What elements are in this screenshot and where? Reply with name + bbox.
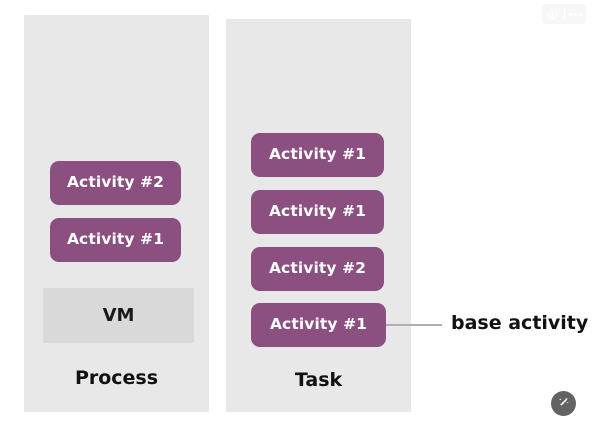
base-activity-annotation-label: base activity — [451, 312, 589, 334]
more-options-button[interactable] — [565, 4, 587, 24]
toolbar-divider — [563, 7, 565, 21]
activity-pill[interactable]: Activity #2 — [251, 247, 384, 291]
vm-block[interactable]: VM — [43, 288, 194, 343]
magic-wand-fab-button[interactable] — [551, 391, 576, 416]
process-column-panel — [24, 15, 209, 412]
overlay-toolbar[interactable] — [542, 4, 586, 24]
download-button[interactable] — [542, 4, 564, 24]
activity-pill-base[interactable]: Activity #1 — [251, 303, 386, 347]
download-circle-icon — [547, 5, 558, 24]
callout-leader-line — [386, 324, 442, 326]
task-column-caption: Task — [294, 369, 343, 391]
more-horizontal-icon — [568, 12, 582, 16]
activity-pill[interactable]: Activity #2 — [50, 161, 181, 205]
activity-pill[interactable]: Activity #1 — [50, 218, 181, 262]
activity-pill[interactable]: Activity #1 — [251, 133, 384, 177]
magic-wand-icon — [557, 394, 570, 413]
process-column-caption: Process — [74, 367, 159, 389]
activity-pill[interactable]: Activity #1 — [251, 190, 384, 234]
